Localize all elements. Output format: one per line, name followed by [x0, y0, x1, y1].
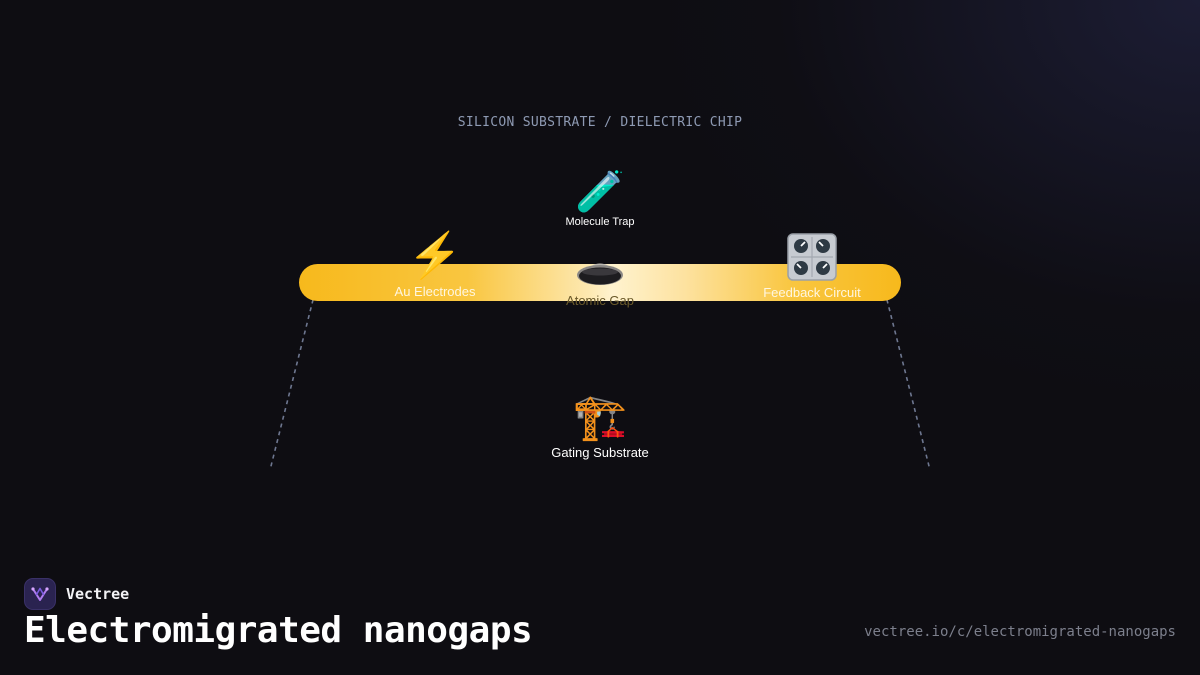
au-electrodes-label: Au Electrodes: [394, 284, 476, 299]
control-knobs-icon: [742, 233, 882, 283]
brand-name: Vectree: [66, 585, 130, 603]
test-tube-icon: 🧪: [575, 170, 625, 214]
left-guide-line: [269, 283, 318, 471]
node-au-electrodes[interactable]: ⚡ Au Electrodes: [365, 231, 505, 300]
node-atomic-gap[interactable]: Atomic Gap: [540, 255, 660, 308]
construction-crane-icon: 🏗️: [572, 393, 628, 442]
feedback-circuit-label: Feedback Circuit: [763, 285, 861, 300]
node-gating-substrate[interactable]: 🏗️ Gating Substrate: [530, 393, 670, 461]
atomic-gap-label: Atomic Gap: [566, 293, 634, 308]
node-molecule-trap[interactable]: 🧪 Molecule Trap: [540, 172, 660, 228]
brand[interactable]: Vectree: [24, 577, 129, 611]
right-guide-line: [882, 283, 931, 471]
node-feedback-circuit[interactable]: Feedback Circuit: [742, 233, 882, 300]
lightning-icon: ⚡: [407, 231, 463, 280]
page-title: Electromigrated nanogaps: [24, 610, 533, 651]
page-url[interactable]: vectree.io/c/electromigrated-nanogaps: [864, 624, 1176, 640]
vectree-logo-icon: [24, 578, 56, 610]
molecule-trap-label: Molecule Trap: [565, 216, 635, 228]
gating-substrate-label: Gating Substrate: [551, 445, 649, 460]
gap-disc-icon: [540, 255, 660, 291]
substrate-label: SILICON SUBSTRATE / DIELECTRIC CHIP: [457, 115, 743, 130]
